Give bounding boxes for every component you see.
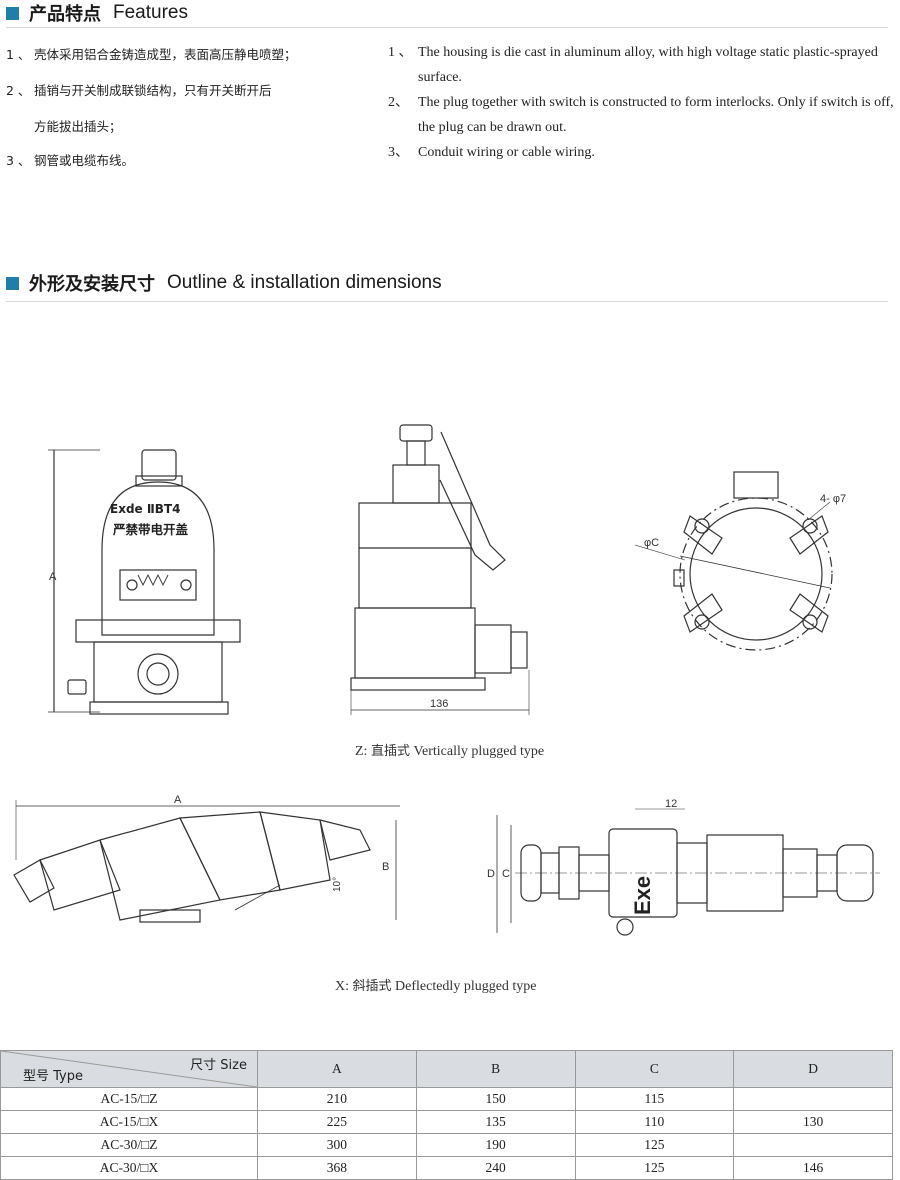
feature-en-item: 1 、The housing is die cast in aluminum a… — [388, 45, 878, 85]
features-divider — [6, 27, 888, 28]
dim-c-label: C — [502, 868, 510, 880]
table-header-row: 尺寸 Size 型号 Type A B C D — [0, 1050, 893, 1088]
features-title-cn: 产品特点 — [29, 4, 101, 25]
b-cell: 150 — [415, 1087, 576, 1111]
c-cell: 110 — [574, 1110, 735, 1134]
top-view-drawing: φC 4- φ7 — [634, 471, 846, 651]
feature-cn-item: 1 、壳体采用铝合金铸造成型，表面高压静电喷塑； — [6, 47, 297, 62]
features-title-en: Features — [113, 2, 188, 23]
dim-136-label: 136 — [430, 698, 448, 710]
feature-en-item: 2、The plug together with switch is const… — [388, 95, 894, 135]
c-cell: 125 — [574, 1156, 735, 1180]
col-header-c: C — [574, 1050, 735, 1088]
x-type-top-drawing: D C 12 Exe — [487, 798, 880, 936]
table-corner-header: 尺寸 Size 型号 Type — [0, 1050, 258, 1088]
section-square-icon — [6, 276, 19, 290]
dimensions-table: 尺寸 Size 型号 Type A B C D AC-15/□Z 210 150… — [0, 1050, 893, 1180]
table-row: AC-15/□Z 210 150 115 — [0, 1087, 893, 1111]
a-cell: 225 — [257, 1110, 417, 1134]
b-cell: 240 — [415, 1156, 576, 1180]
warning-label: 严禁带电开盖 — [112, 522, 189, 537]
b-cell: 190 — [415, 1133, 576, 1157]
col-header-b: B — [415, 1050, 576, 1088]
exe-mark-label: Exe — [630, 876, 655, 915]
dim-a-x-label: A — [174, 794, 182, 806]
outline-title-cn: 外形及安装尺寸 — [29, 274, 155, 295]
front-view-drawing: A Exde ⅡBT4 严禁带电开盖 — [48, 449, 241, 715]
d-cell — [733, 1133, 893, 1157]
x-type-side-drawing: A 10° B — [13, 794, 400, 923]
type-cell: AC-30/□X — [0, 1156, 258, 1180]
col-header-d: D — [733, 1050, 893, 1088]
a-cell: 210 — [257, 1087, 417, 1111]
d-cell: 146 — [733, 1156, 893, 1180]
features-en-list: 1 、The housing is die cast in aluminum a… — [388, 40, 898, 165]
type-cell: AC-15/□X — [0, 1110, 258, 1134]
type-cell: AC-30/□Z — [0, 1133, 258, 1157]
c-cell: 125 — [574, 1133, 735, 1157]
d-cell — [733, 1087, 893, 1111]
table-row: AC-15/□X 225 135 110 130 — [0, 1110, 893, 1134]
d-cell: 130 — [733, 1110, 893, 1134]
type-cell: AC-15/□Z — [0, 1087, 258, 1111]
feature-cn-item: 方能拔出插头； — [34, 119, 122, 134]
section-square-icon — [6, 6, 19, 20]
dim-12-label: 12 — [665, 798, 677, 810]
feature-cn-item: 3 、钢管或电缆布线。 — [6, 153, 135, 168]
dim-b-label: B — [382, 861, 389, 873]
a-cell: 368 — [257, 1156, 417, 1180]
features-heading: 产品特点 Features — [6, 0, 188, 26]
side-view-drawing: 136 — [350, 424, 530, 715]
phi-c-label: φC — [644, 537, 659, 549]
b-cell: 135 — [415, 1110, 576, 1134]
outline-heading: 外形及安装尺寸 Outline & installation dimension… — [6, 270, 442, 296]
holes-label: 4- φ7 — [820, 493, 846, 505]
table-row: AC-30/□Z 300 190 125 — [0, 1133, 893, 1157]
outline-title-en: Outline & installation dimensions — [167, 272, 442, 293]
angle-label: 10° — [332, 877, 343, 892]
feature-en-item: 3、Conduit wiring or cable wiring. — [388, 145, 595, 160]
z-type-caption: Z: 直插式 Vertically plugged type — [355, 744, 545, 759]
dim-a-label: A — [49, 571, 57, 583]
a-cell: 300 — [257, 1133, 417, 1157]
feature-cn-item: 2 、插销与开关制成联锁结构，只有开关断开后 — [6, 83, 272, 98]
x-type-caption: X: 斜插式 Deflectedly plugged type — [335, 979, 537, 994]
exd-mark-label: Exde ⅡBT4 — [110, 502, 180, 516]
c-cell: 115 — [574, 1087, 735, 1111]
diagonal-line — [1, 1051, 257, 1087]
table-row: AC-30/□X 368 240 125 146 — [0, 1156, 893, 1180]
size-header: 尺寸 Size — [190, 1058, 247, 1073]
col-header-a: A — [257, 1050, 417, 1088]
dim-d-label: D — [487, 868, 495, 880]
outline-divider — [6, 301, 888, 302]
type-header: 型号 Type — [23, 1069, 83, 1084]
